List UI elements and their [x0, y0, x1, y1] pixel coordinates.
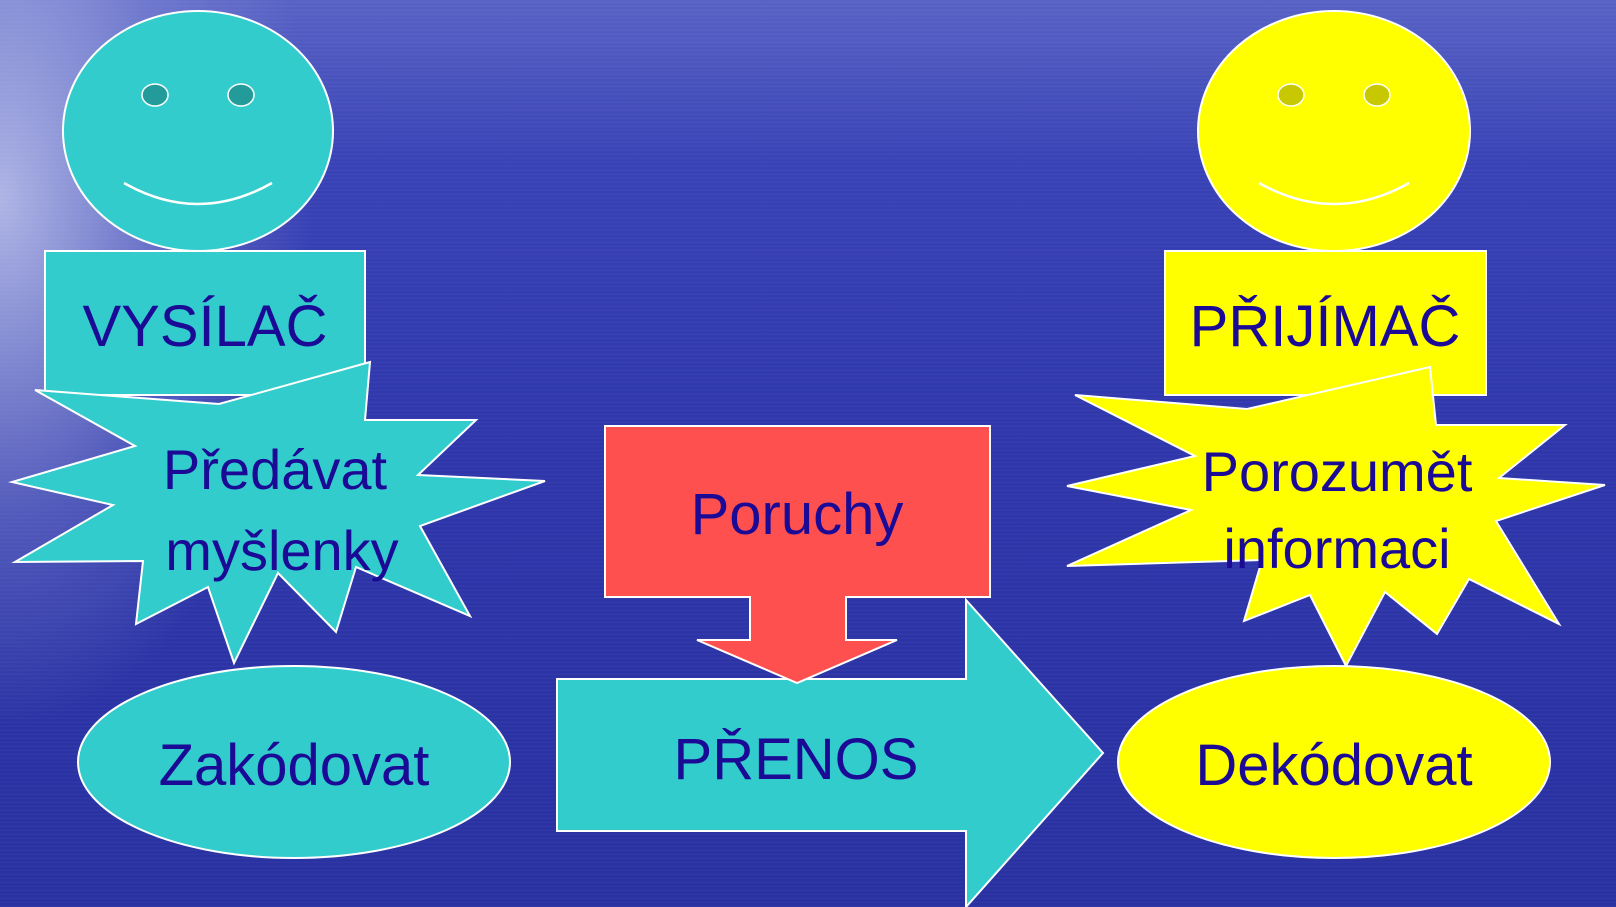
encode-label: Zakódovat	[159, 733, 430, 798]
receiver-label-box: PŘIJÍMAČ	[1164, 250, 1487, 396]
decode-label: Dekódovat	[1195, 733, 1472, 798]
receiver-burst: Porozumět informaci	[1066, 365, 1606, 669]
encode-ellipse: Zakódovat	[77, 665, 511, 859]
sender-burst: Předávat myšlenky	[8, 360, 546, 666]
transfer-label: PŘENOS	[674, 727, 919, 792]
receiver-face-icon	[1197, 10, 1471, 252]
noise-callout: Poruchy	[604, 425, 991, 685]
receiver-burst-line1: Porozumět	[1202, 440, 1473, 503]
sender-label: VYSÍLAČ	[83, 294, 328, 359]
receiver-burst-line2: informaci	[1223, 517, 1450, 580]
receiver-label: PŘIJÍMAČ	[1190, 294, 1461, 359]
transfer-arrow: PŘENOS	[556, 597, 1105, 907]
sender-burst-line1: Předávat	[163, 438, 388, 501]
decode-ellipse: Dekódovat	[1117, 665, 1551, 859]
noise-label: Poruchy	[691, 482, 904, 547]
sender-burst-line2: myšlenky	[165, 519, 398, 582]
sender-face-icon	[62, 10, 334, 252]
sender-label-box: VYSÍLAČ	[44, 250, 366, 396]
